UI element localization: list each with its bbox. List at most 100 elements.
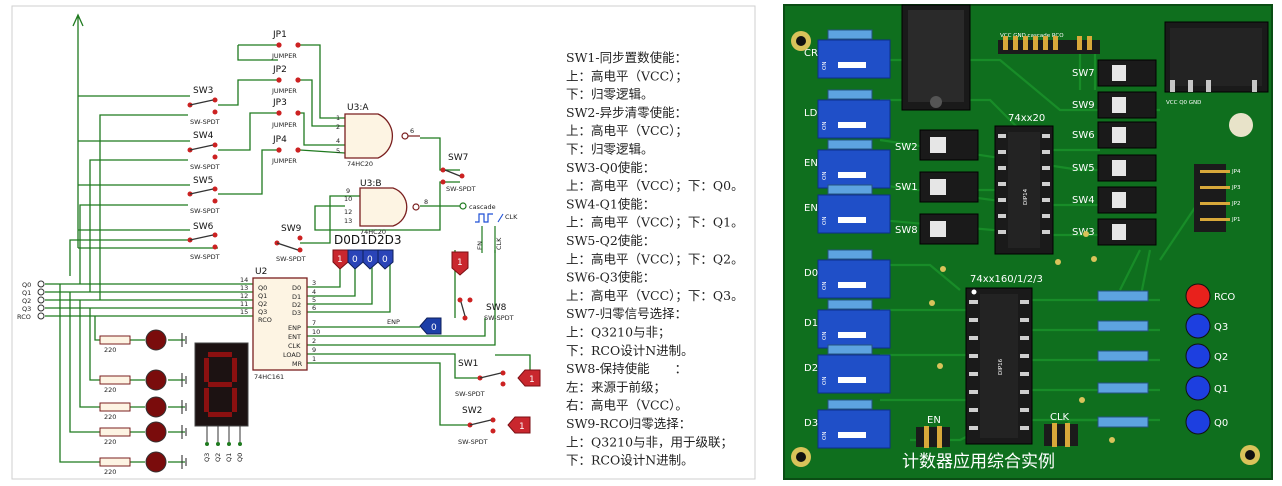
chip1-name: 74xx20 [1008, 113, 1045, 124]
jp4-ref: JP4 [272, 135, 287, 145]
sw4-part: SW-SPDT [190, 163, 220, 171]
u2-pin-num: 4 [312, 288, 316, 296]
note-line: 下：RCO设计N进制。 [566, 453, 694, 468]
pcb-led-label: Q1 [1214, 384, 1228, 395]
note-line: 上：高电平（VCC）； [566, 68, 688, 83]
d2-state: 0 [367, 255, 373, 265]
jp-label: JP4 [1231, 169, 1241, 175]
data-header-label: D0D1D2D3 [334, 233, 402, 247]
u2-pin-name: D0 [292, 284, 301, 292]
logic-high-sw1: 1 [517, 369, 541, 387]
note-line: 上：高电平（VCC）；下：Q0。 [566, 178, 744, 193]
pcb-led-resistor [1097, 320, 1149, 332]
dc-jack [901, 4, 971, 111]
dip-actuator [838, 377, 866, 383]
dip-left-label: CR [804, 48, 818, 59]
dip-on-label: ON [822, 332, 828, 340]
dip-actuator [838, 282, 866, 288]
seg-pin-label: Q2 [214, 453, 222, 462]
sw6-part: SW-SPDT [190, 253, 220, 261]
top-header-label: VCC GND cascade RCO [1000, 33, 1064, 39]
switch-sw5: SW5 SW-SPDT [187, 176, 220, 215]
sw7-part: SW-SPDT [446, 185, 476, 193]
d1-state: 0 [352, 255, 358, 265]
u2-pin-name: Q3 [258, 308, 267, 316]
pcb-led-label: Q0 [1214, 418, 1228, 429]
note-line: SW5-Q2使能： [566, 233, 655, 248]
u3a-part: 74HC20 [347, 160, 373, 168]
jumper-jp1: JP1 JUMPER [271, 30, 301, 60]
u2-ref: U2 [255, 267, 267, 277]
sw8-part: SW-SPDT [484, 314, 514, 322]
dip-left-label: D3 [804, 418, 818, 429]
logic-high-sw2: 1 [507, 416, 531, 434]
notes-text-block: SW1-同步置数使能：上：高电平（VCC）；下：归零逻辑。SW2-异步清零使能：… [566, 50, 744, 468]
note-line: SW1-同步置数使能： [566, 50, 687, 65]
u2-pin-name: Q2 [258, 300, 267, 308]
jp2-ref: JP2 [272, 65, 287, 75]
cascade-terminal: cascade [459, 202, 496, 211]
en-header-label: EN [927, 415, 941, 426]
right-switch-label: SW3 [1072, 227, 1095, 238]
dip-switch [817, 309, 891, 349]
seven-segment-display: Q3 Q2 Q1 Q0 [194, 342, 249, 462]
u2-pin-name: ENP [288, 324, 301, 332]
seg-pin-label: Q0 [236, 453, 244, 462]
top-header: VCC GND cascade RCO [998, 33, 1100, 54]
note-line: SW3-Q0使能： [566, 160, 655, 175]
switch-sw9: SW9 SW-SPDT [274, 224, 306, 263]
u3a-ref: U3:A [347, 103, 369, 113]
u2-pin-name: RCO [258, 316, 272, 324]
note-line: 上：Q3210与非，用于级联； [566, 434, 733, 449]
logic-high-sw8: 1 [451, 251, 469, 276]
dip-actuator [838, 217, 866, 223]
sw1-ref: SW1 [458, 359, 478, 369]
gate-u3b: U3:B 74HC20 9 10 12 13 8 [344, 179, 428, 236]
dip-on-label: ON [822, 217, 828, 225]
u2-pin-name: Q1 [258, 292, 267, 300]
switch-sw7: SW7 SW-SPDT [440, 153, 476, 193]
right-slide-switch [1097, 121, 1157, 149]
resistor-value: 220 [104, 468, 116, 476]
jp2-part: JUMPER [271, 87, 297, 95]
pcb-vias [929, 231, 1115, 443]
u2-pin-name: CLK [288, 342, 301, 350]
pcb-led-resistor [1097, 382, 1149, 394]
note-line: 上：高电平（VCC）；下：Q2。 [566, 251, 744, 266]
pcb-led [1185, 409, 1211, 435]
note-line: SW6-Q3使能： [566, 270, 655, 285]
sw2-part: SW-SPDT [458, 438, 488, 446]
jumper-jp3: JP3 JUMPER [271, 98, 301, 129]
d3-state: 0 [382, 255, 388, 265]
dip-left-label: D2 [804, 363, 818, 374]
u3a-pin1: 1 [336, 114, 340, 122]
note-line: 上：高电平（VCC）；下：Q3。 [566, 288, 744, 303]
pcb-led-resistor [1097, 290, 1149, 302]
d0-state: 1 [337, 255, 343, 265]
chip2-pkg: DIP16 [998, 358, 1004, 375]
u3a-pin5: 5 [336, 147, 340, 155]
jp-label: JP1 [1231, 217, 1240, 223]
u2-pin-name: ENT [288, 333, 301, 341]
chip2-name: 74xx160/1/2/3 [970, 274, 1043, 285]
pcb-title: 计数器应用综合实例 [902, 452, 1055, 472]
pcb-led-label: RCO [1214, 292, 1235, 303]
sw3-part: SW-SPDT [190, 118, 220, 126]
right-switch-knob [1112, 192, 1126, 208]
right-switch-knob [1112, 224, 1126, 240]
right-switch-label: SW5 [1072, 163, 1095, 174]
seg-pin-label: Q3 [203, 453, 211, 462]
u3b-pin10: 10 [344, 195, 352, 203]
dip-switch [817, 99, 891, 139]
right-switch-label: SW6 [1072, 130, 1095, 141]
cascade-label: cascade [469, 203, 496, 211]
logic-high-label-3: 1 [519, 422, 525, 432]
mid-switch-label: SW1 [895, 182, 918, 193]
u2-pin-num: 10 [312, 328, 320, 336]
jumper-jp2: JP2 JUMPER [271, 65, 301, 95]
u2-pin-num: 13 [240, 284, 248, 292]
jp3-part: JUMPER [271, 121, 297, 129]
note-line: SW7-归零信号选择： [566, 306, 687, 321]
right-slide-switch [1097, 218, 1157, 246]
